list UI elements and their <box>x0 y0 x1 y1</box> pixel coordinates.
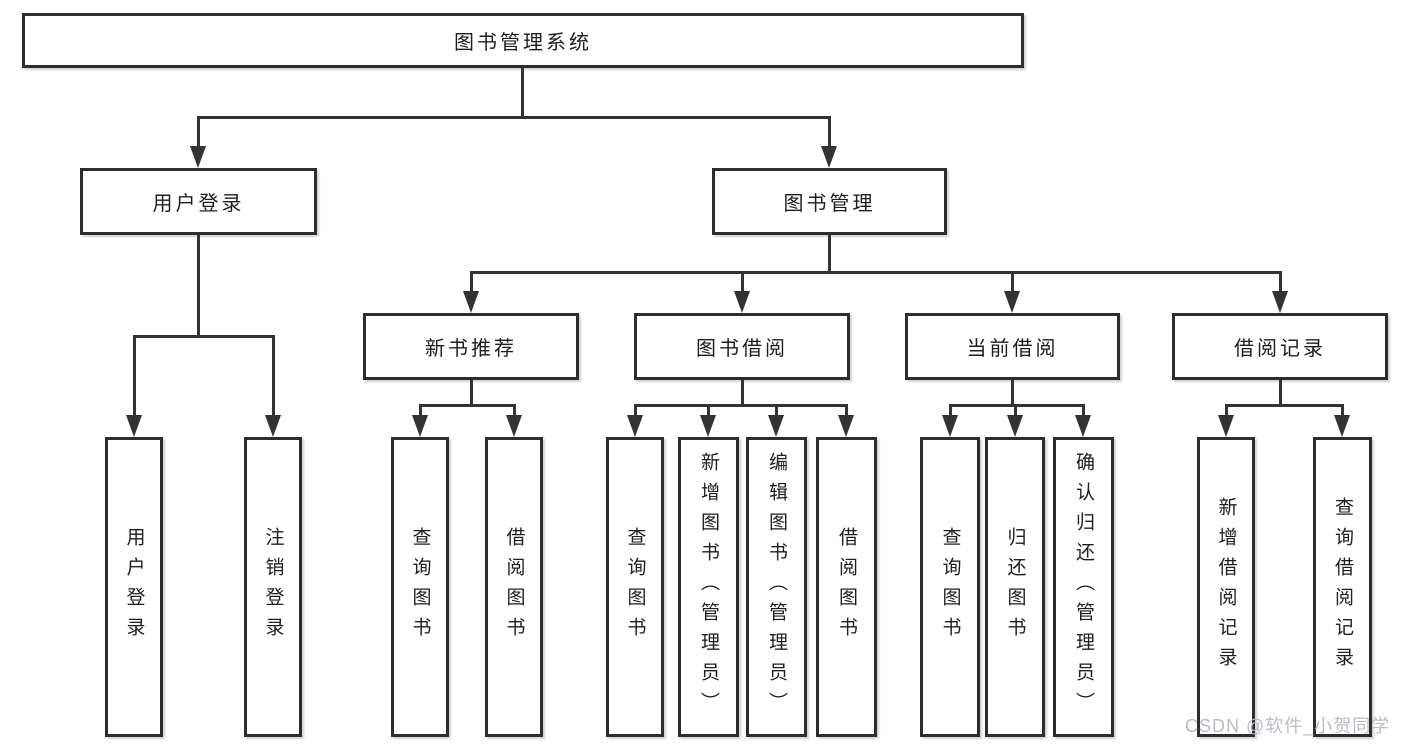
connector-vline <box>197 235 200 338</box>
node-label: 查询借阅记录 <box>1332 497 1353 677</box>
connector-vline <box>513 404 516 418</box>
node-label: 图书管理 <box>783 193 876 215</box>
connector-vline <box>470 380 473 407</box>
arrow-down-icon <box>627 415 643 437</box>
connector-vline <box>419 404 422 418</box>
node-label: 图书管理系统 <box>454 32 592 54</box>
connector-vline <box>133 335 136 417</box>
leaf-query-books-recommend: 查询图书 <box>391 437 449 737</box>
node-label: 图书借阅 <box>696 338 788 360</box>
connector-vline <box>1341 404 1344 418</box>
arrow-down-icon <box>821 146 837 168</box>
connector-vline <box>470 271 473 295</box>
connector-vline <box>741 271 744 295</box>
connector-vline <box>741 380 744 407</box>
arrow-down-icon <box>942 415 958 437</box>
arrow-down-icon <box>1007 415 1023 437</box>
connector-vline <box>272 335 275 417</box>
connector-vline <box>1014 404 1017 418</box>
node-label: 当前借阅 <box>966 338 1059 360</box>
node-label: 注销登录 <box>262 527 284 647</box>
node-label: 查询图书 <box>409 527 431 647</box>
arrow-down-icon <box>1218 415 1234 437</box>
connector-hline <box>419 404 516 407</box>
node-label: 借阅记录 <box>1234 338 1326 360</box>
node-book-borrowing: 图书借阅 <box>634 313 850 380</box>
leaf-logout: 注销登录 <box>244 437 302 737</box>
watermark-text: CSDN @软件_小贺同学 <box>1185 716 1391 736</box>
leaf-edit-book-admin: 编辑图书（管理员） <box>746 437 807 737</box>
node-label: 新增图书（管理员） <box>698 452 719 722</box>
node-book-management: 图书管理 <box>712 168 947 235</box>
node-label: 新增借阅记录 <box>1215 497 1237 677</box>
node-label: 编辑图书（管理员） <box>766 452 787 722</box>
node-user-login: 用户登录 <box>80 168 317 235</box>
node-label: 借阅图书 <box>836 527 857 647</box>
arrow-down-icon <box>190 146 206 168</box>
connector-hline <box>634 404 847 407</box>
arrow-down-icon <box>1272 291 1288 313</box>
connector-hline <box>949 404 1085 407</box>
connector-vline <box>1082 404 1085 418</box>
node-label: 查询图书 <box>624 527 646 647</box>
arrow-down-icon <box>1004 291 1020 313</box>
arrow-down-icon <box>734 291 750 313</box>
connector-hline <box>1225 404 1343 407</box>
connector-vline <box>1011 380 1014 407</box>
leaf-query-books-borrow: 查询图书 <box>606 437 664 737</box>
connector-hline <box>133 335 274 338</box>
leaf-confirm-return-admin: 确认归还（管理员） <box>1053 437 1114 737</box>
connector-vline <box>634 404 637 418</box>
arrow-down-icon <box>506 415 522 437</box>
arrow-down-icon <box>126 415 142 437</box>
leaf-borrow-books-recommend: 借阅图书 <box>485 437 543 737</box>
leaf-return-books: 归还图书 <box>985 437 1045 737</box>
connector-vline <box>1279 380 1282 407</box>
arrow-down-icon <box>265 415 281 437</box>
node-borrowing-records: 借阅记录 <box>1172 313 1388 380</box>
leaf-query-borrow-record: 查询借阅记录 <box>1313 437 1372 737</box>
arrow-down-icon <box>463 291 479 313</box>
node-label: 归还图书 <box>1004 527 1026 647</box>
node-label: 确认归还（管理员） <box>1073 452 1094 722</box>
node-current-borrowing: 当前借阅 <box>905 313 1120 380</box>
node-root: 图书管理系统 <box>22 13 1024 68</box>
connector-hline <box>197 116 831 119</box>
leaf-query-books-current: 查询图书 <box>920 437 980 737</box>
connector-vline <box>828 235 831 274</box>
node-label: 新书推荐 <box>425 338 517 360</box>
connector-vline <box>197 116 200 148</box>
connector-vline <box>1225 404 1228 418</box>
node-label: 用户登录 <box>152 193 245 215</box>
arrow-down-icon <box>838 415 854 437</box>
leaf-add-borrow-record: 新增借阅记录 <box>1197 437 1255 737</box>
connector-vline <box>707 404 710 418</box>
connector-vline <box>1279 271 1282 295</box>
arrow-down-icon <box>1075 415 1091 437</box>
node-label: 查询图书 <box>939 527 961 647</box>
connector-vline <box>1011 271 1014 295</box>
node-new-book-recommend: 新书推荐 <box>363 313 579 380</box>
node-label: 用户登录 <box>123 527 145 647</box>
leaf-borrow-books-borrow: 借阅图书 <box>816 437 877 737</box>
connector-vline <box>845 404 848 418</box>
connector-vline <box>775 404 778 418</box>
arrow-down-icon <box>412 415 428 437</box>
connector-vline <box>521 68 524 118</box>
connector-vline <box>828 116 831 148</box>
connector-hline <box>470 271 1281 274</box>
arrow-down-icon <box>700 415 716 437</box>
arrow-down-icon <box>1334 415 1350 437</box>
node-label: 借阅图书 <box>503 527 525 647</box>
connector-vline <box>949 404 952 418</box>
leaf-user-login: 用户登录 <box>105 437 163 737</box>
leaf-add-book-admin: 新增图书（管理员） <box>678 437 739 737</box>
arrow-down-icon <box>768 415 784 437</box>
